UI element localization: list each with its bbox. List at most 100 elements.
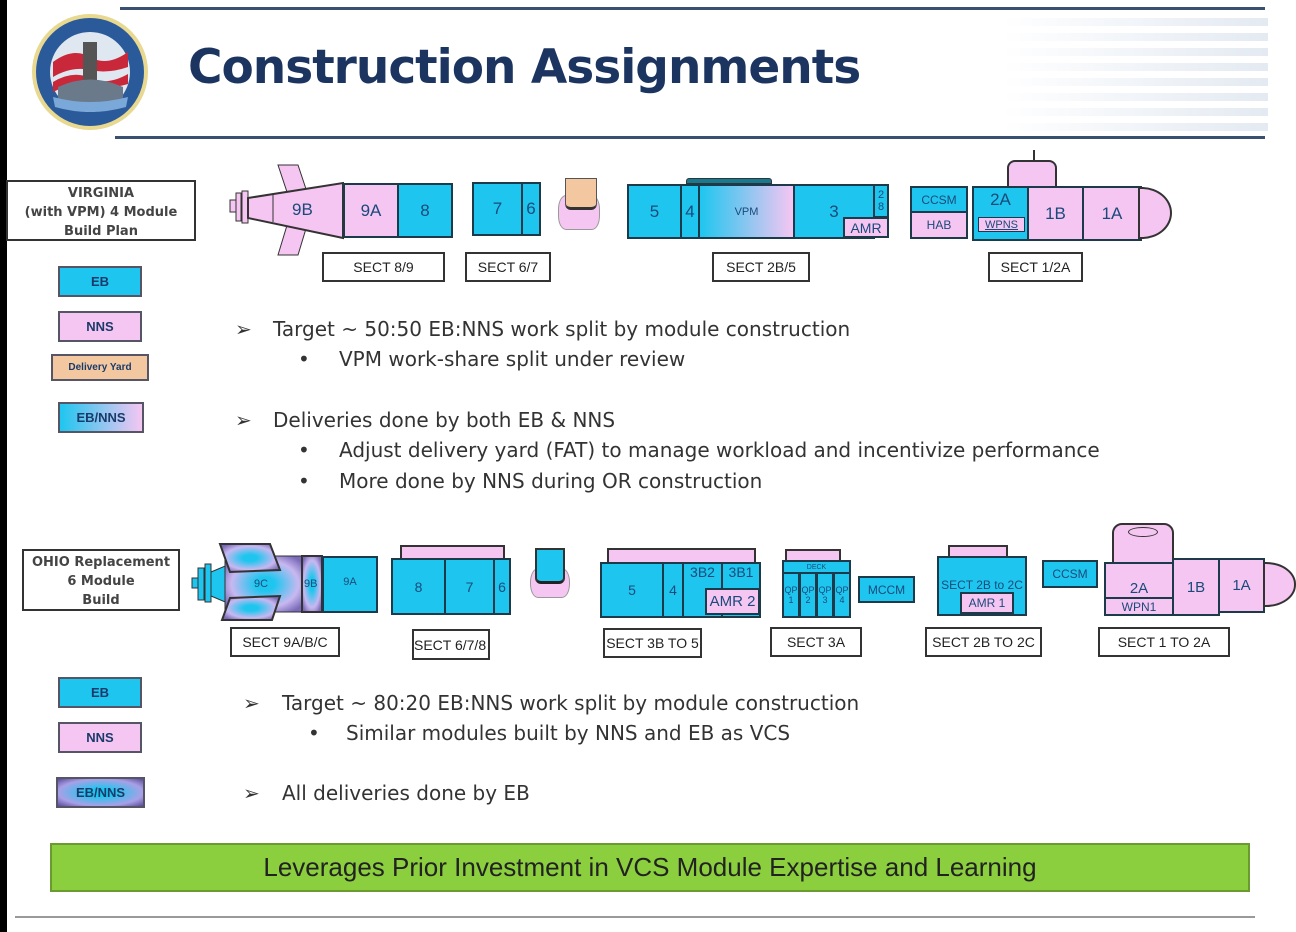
sub-bullet-dot-icon: • [298,438,310,462]
section-label: SECT 6/7 [465,252,551,282]
module-label: 2A [1129,580,1149,597]
legend-delivery-yard: Delivery Yard [51,354,149,381]
sub-bullet-text: Similar modules built by NNS and EB as V… [346,721,791,745]
module-1a: 1A [1218,558,1265,613]
sub-bullet-dot-icon: • [308,721,320,745]
section-label: SECT 6/7/8 [412,629,490,660]
plan-line: (with VPM) 4 Module [24,205,178,220]
module-9a: 9A [343,183,399,238]
module-5: 5 [627,184,682,239]
section-label: SECT 2B TO 2C [925,627,1042,657]
module-qp-1: QP 1 [782,572,800,618]
section-label: SECT 3A [770,627,862,657]
section-label: SECT 1 TO 2A [1098,627,1230,657]
module-6: 6 [493,558,511,615]
bullet-arrow-icon: ➢ [243,781,260,805]
bullet-arrow-icon: ➢ [235,317,252,341]
module-mccm: MCCM [858,576,915,603]
legend-eb: EB [58,266,142,297]
module-qp-2: QP 2 [799,572,817,618]
plan-line: VIRGINIA [67,186,135,201]
bullet-text: Target ~ 80:20 EB:NNS work split by modu… [282,691,860,715]
sub-bullet-text: More done by NNS during OR construction [339,469,763,493]
sail-hatch [1128,527,1158,537]
module-label: 2 [877,189,885,201]
plan-line: Build Plan [64,224,138,239]
ohio-stern-shape [191,543,323,621]
section-label: SECT 8/9 [322,252,445,282]
legend-nns: NNS [58,722,142,753]
module-6: 6 [521,182,541,236]
plan-line: Build [82,593,120,608]
bullet-arrow-icon: ➢ [243,691,260,715]
module-9a: 9A [322,556,378,613]
module-qp-3: QP 3 [816,572,834,618]
page-title: Construction Assignments [188,40,861,95]
legend-nns: NNS [58,311,142,342]
module-label: 9A [343,576,357,588]
module-qp-4: QP 4 [833,572,851,618]
footer-rule [15,916,1255,918]
delivery-yard-module [565,178,597,210]
module-7: 7 [472,182,523,236]
module-1b: 1B [1172,558,1220,616]
module-9b: 9B [304,578,318,590]
virginia-plan-box: VIRGINIA (with VPM) 4 Module Build Plan [6,180,196,241]
bow-nose [1138,187,1172,239]
module-9c: 9C [254,578,269,590]
bow-nose [1263,562,1296,607]
sub-bullet-text: Adjust delivery yard (FAT) to manage wor… [339,438,1100,462]
sail-mast [1033,150,1035,162]
module-label: SECT 2B to 2C [941,578,1023,592]
module-hab: HAB [910,211,968,239]
module-vpm: VPM [698,184,795,239]
module-8: 8 [391,558,446,615]
summary-banner: Leverages Prior Investment in VCS Module… [50,843,1250,892]
module-5: 5 [600,562,664,618]
bullet-arrow-icon: ➢ [235,408,252,432]
module-label: 8 [877,201,885,213]
module-1b: 1B [1027,186,1084,241]
module-amr-1: AMR 1 [960,592,1014,614]
module-7: 7 [444,558,495,615]
module-8: 8 [397,183,453,238]
module-ccsm: CCSM [910,186,968,213]
sail [1007,160,1057,188]
sub-bullet-dot-icon: • [298,469,310,493]
sub-bullet-dot-icon: • [298,347,310,371]
module-4: 4 [680,184,700,239]
sub-bullet-text: VPM work-share split under review [339,347,686,371]
module-amr: AMR [843,217,889,238]
header-top-rule [120,7,1265,10]
module-1a: 1A [1082,186,1142,241]
module-amr-2: AMR 2 [705,588,760,615]
team-submarine-logo [28,12,153,132]
module-label: 3B2 [690,564,715,580]
ohio-plan-box: OHIO Replacement 6 Module Build [22,549,180,611]
module-9b: 9B [292,200,313,219]
module-label: 2A [990,190,1011,209]
delivery-module [535,548,565,584]
section-label: SECT 1/2A [988,252,1083,282]
header-stripes [1000,18,1268,133]
section-label: SECT 3B TO 5 [603,628,702,658]
bullet-text: Deliveries done by both EB & NNS [273,408,616,432]
module-wpns: WPNS [978,217,1025,232]
bullet-text: All deliveries done by EB [282,781,530,805]
left-edge [0,0,7,932]
section-label: SECT 9A/B/C [230,627,340,657]
module-2a: 2A [972,186,1029,241]
legend-eb-nns: EB/NNS [56,777,145,808]
plan-line: OHIO Replacement [31,555,171,570]
section-label: SECT 2B/5 [712,252,810,282]
virginia-stern-shape [229,164,344,256]
module-4: 4 [662,562,684,618]
module-wpn1: WPN1 [1104,597,1174,616]
legend-eb-nns: EB/NNS [58,402,144,433]
module-label: 3B1 [728,564,754,580]
plan-line: 6 Module [67,574,135,589]
vpm-deck [686,178,772,184]
header-bottom-rule [115,136,1265,139]
module-ccsm: CCSM [1042,560,1098,588]
